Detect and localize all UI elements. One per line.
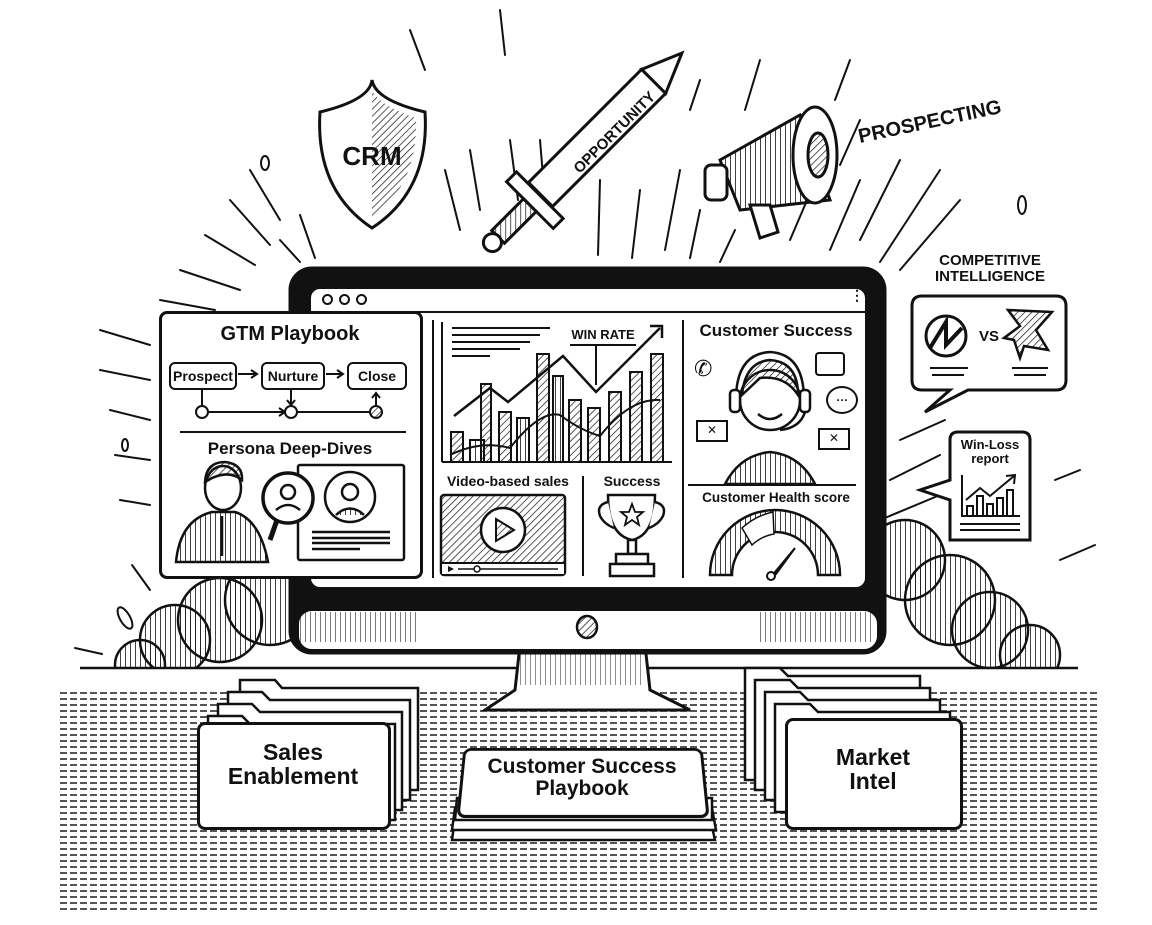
health-score-title: Customer Health score bbox=[702, 490, 850, 505]
window-dot[interactable] bbox=[322, 294, 333, 305]
chat-icon bbox=[815, 352, 845, 376]
shield-label: CRM bbox=[342, 141, 402, 171]
screen-divider bbox=[432, 320, 434, 578]
success-section-title: Success bbox=[603, 473, 661, 489]
competitive-title-line1: COMPETITIVE bbox=[939, 252, 1041, 269]
window-controls bbox=[322, 294, 367, 305]
folder-market-intel-label: Market Intel bbox=[785, 745, 961, 793]
step-nurture[interactable]: Nurture bbox=[261, 362, 325, 390]
video-play-button[interactable] bbox=[481, 508, 525, 552]
persona-deep-dives-title: Persona Deep-Dives bbox=[207, 439, 373, 458]
win-loss-title-line1: Win-Loss bbox=[960, 437, 1020, 452]
folder-center-line2: Playbook bbox=[535, 777, 629, 801]
folder-sales-enablement-label: Sales Enablement bbox=[197, 740, 389, 788]
customer-success-title: Customer Success bbox=[699, 321, 853, 340]
window-dot[interactable] bbox=[356, 294, 367, 305]
folder-right-line2: Intel bbox=[849, 768, 897, 795]
folder-market-intel[interactable] bbox=[785, 718, 963, 830]
folder-customer-success-label: Customer Success Playbook bbox=[460, 755, 704, 801]
screen-divider bbox=[582, 476, 584, 576]
folder-right-line1: Market bbox=[835, 744, 911, 770]
win-loss-title-line2: report bbox=[971, 450, 1009, 466]
screen-divider bbox=[682, 320, 684, 578]
folder-left-line2: Enablement bbox=[227, 763, 359, 790]
mail-icon: ✕ bbox=[818, 428, 850, 450]
video-section-title: Video-based sales bbox=[447, 473, 569, 489]
folder-center-line1: Customer Success bbox=[487, 755, 677, 778]
folder-sales-enablement[interactable] bbox=[197, 722, 391, 830]
step-close[interactable]: Close bbox=[347, 362, 407, 390]
mail-icon: ✕ bbox=[696, 420, 728, 442]
window-dot[interactable] bbox=[339, 294, 350, 305]
step-prospect[interactable]: Prospect bbox=[169, 362, 237, 390]
competitive-title-line2: INTELLIGENCE bbox=[934, 267, 1045, 285]
folder-left-line1: Sales bbox=[262, 739, 324, 765]
phone-icon: ✆ bbox=[694, 356, 713, 381]
chat-bubble-dots-icon: … bbox=[826, 386, 858, 414]
vs-label: VS bbox=[978, 328, 999, 345]
win-loss-title: Win-Loss report bbox=[950, 438, 1030, 465]
win-rate-label: WIN RATE bbox=[571, 327, 635, 342]
competitive-title: COMPETITIVE INTELLIGENCE bbox=[930, 253, 1050, 285]
gtm-playbook-title: GTM Playbook bbox=[220, 323, 360, 345]
kebab-menu-icon[interactable]: ⋮ bbox=[850, 287, 864, 303]
